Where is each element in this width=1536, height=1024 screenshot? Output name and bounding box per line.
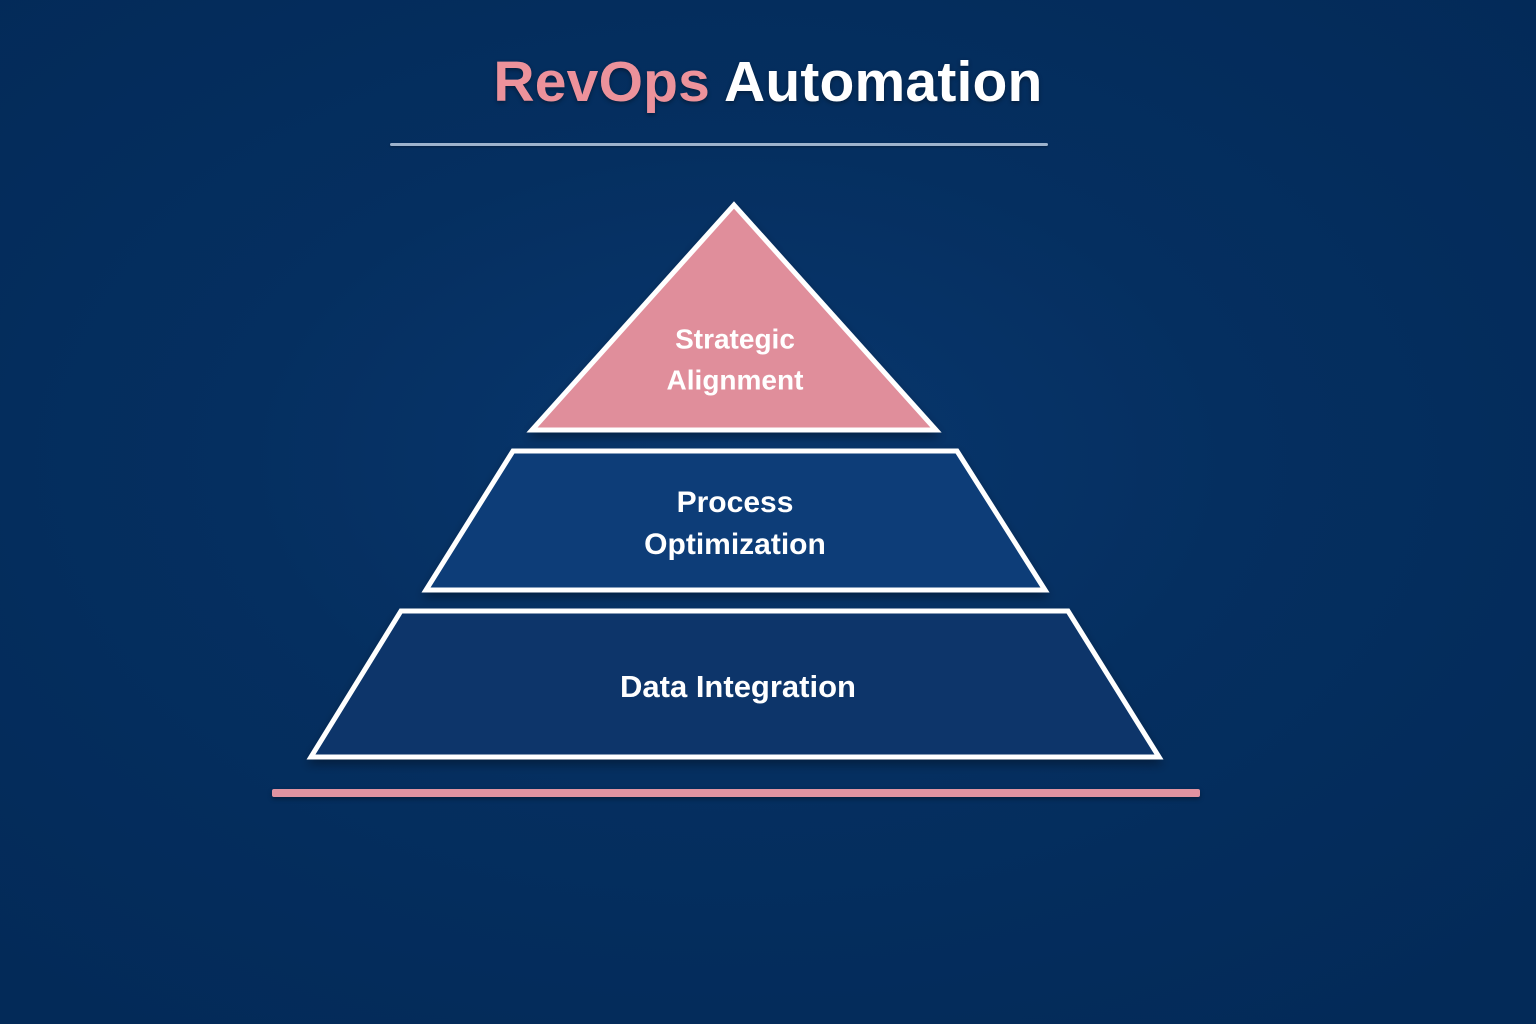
tier-shape-trapezoid-base	[306, 608, 1164, 760]
title-text: RevOps Automation	[493, 50, 1043, 114]
tier-label-data-integration-line1: Data Integration	[620, 669, 856, 704]
tier-label-process-optimization-line2: Optimization	[644, 528, 826, 561]
tier-shape-triangle	[526, 201, 942, 433]
title-accent-word: RevOps	[493, 50, 711, 114]
tier-label-process-optimization-line1: Process	[677, 486, 794, 519]
title-main-word: Automation	[710, 50, 1043, 114]
pyramid-tier-process-optimization[interactable]: Process Optimization	[421, 448, 1050, 593]
baseline-accent-bar	[272, 789, 1200, 797]
pyramid-tier-data-integration[interactable]: Data Integration	[306, 608, 1164, 760]
title-underline-divider	[390, 143, 1048, 146]
page-title: RevOps Automation	[0, 50, 1536, 114]
pyramid-tier-strategic-alignment[interactable]: Strategic Alignment	[526, 201, 942, 433]
tier-label-strategic-alignment-line1: Strategic	[675, 323, 795, 354]
tier-label-strategic-alignment-line2: Alignment	[667, 364, 804, 395]
tier-shape-trapezoid-mid	[421, 448, 1050, 593]
